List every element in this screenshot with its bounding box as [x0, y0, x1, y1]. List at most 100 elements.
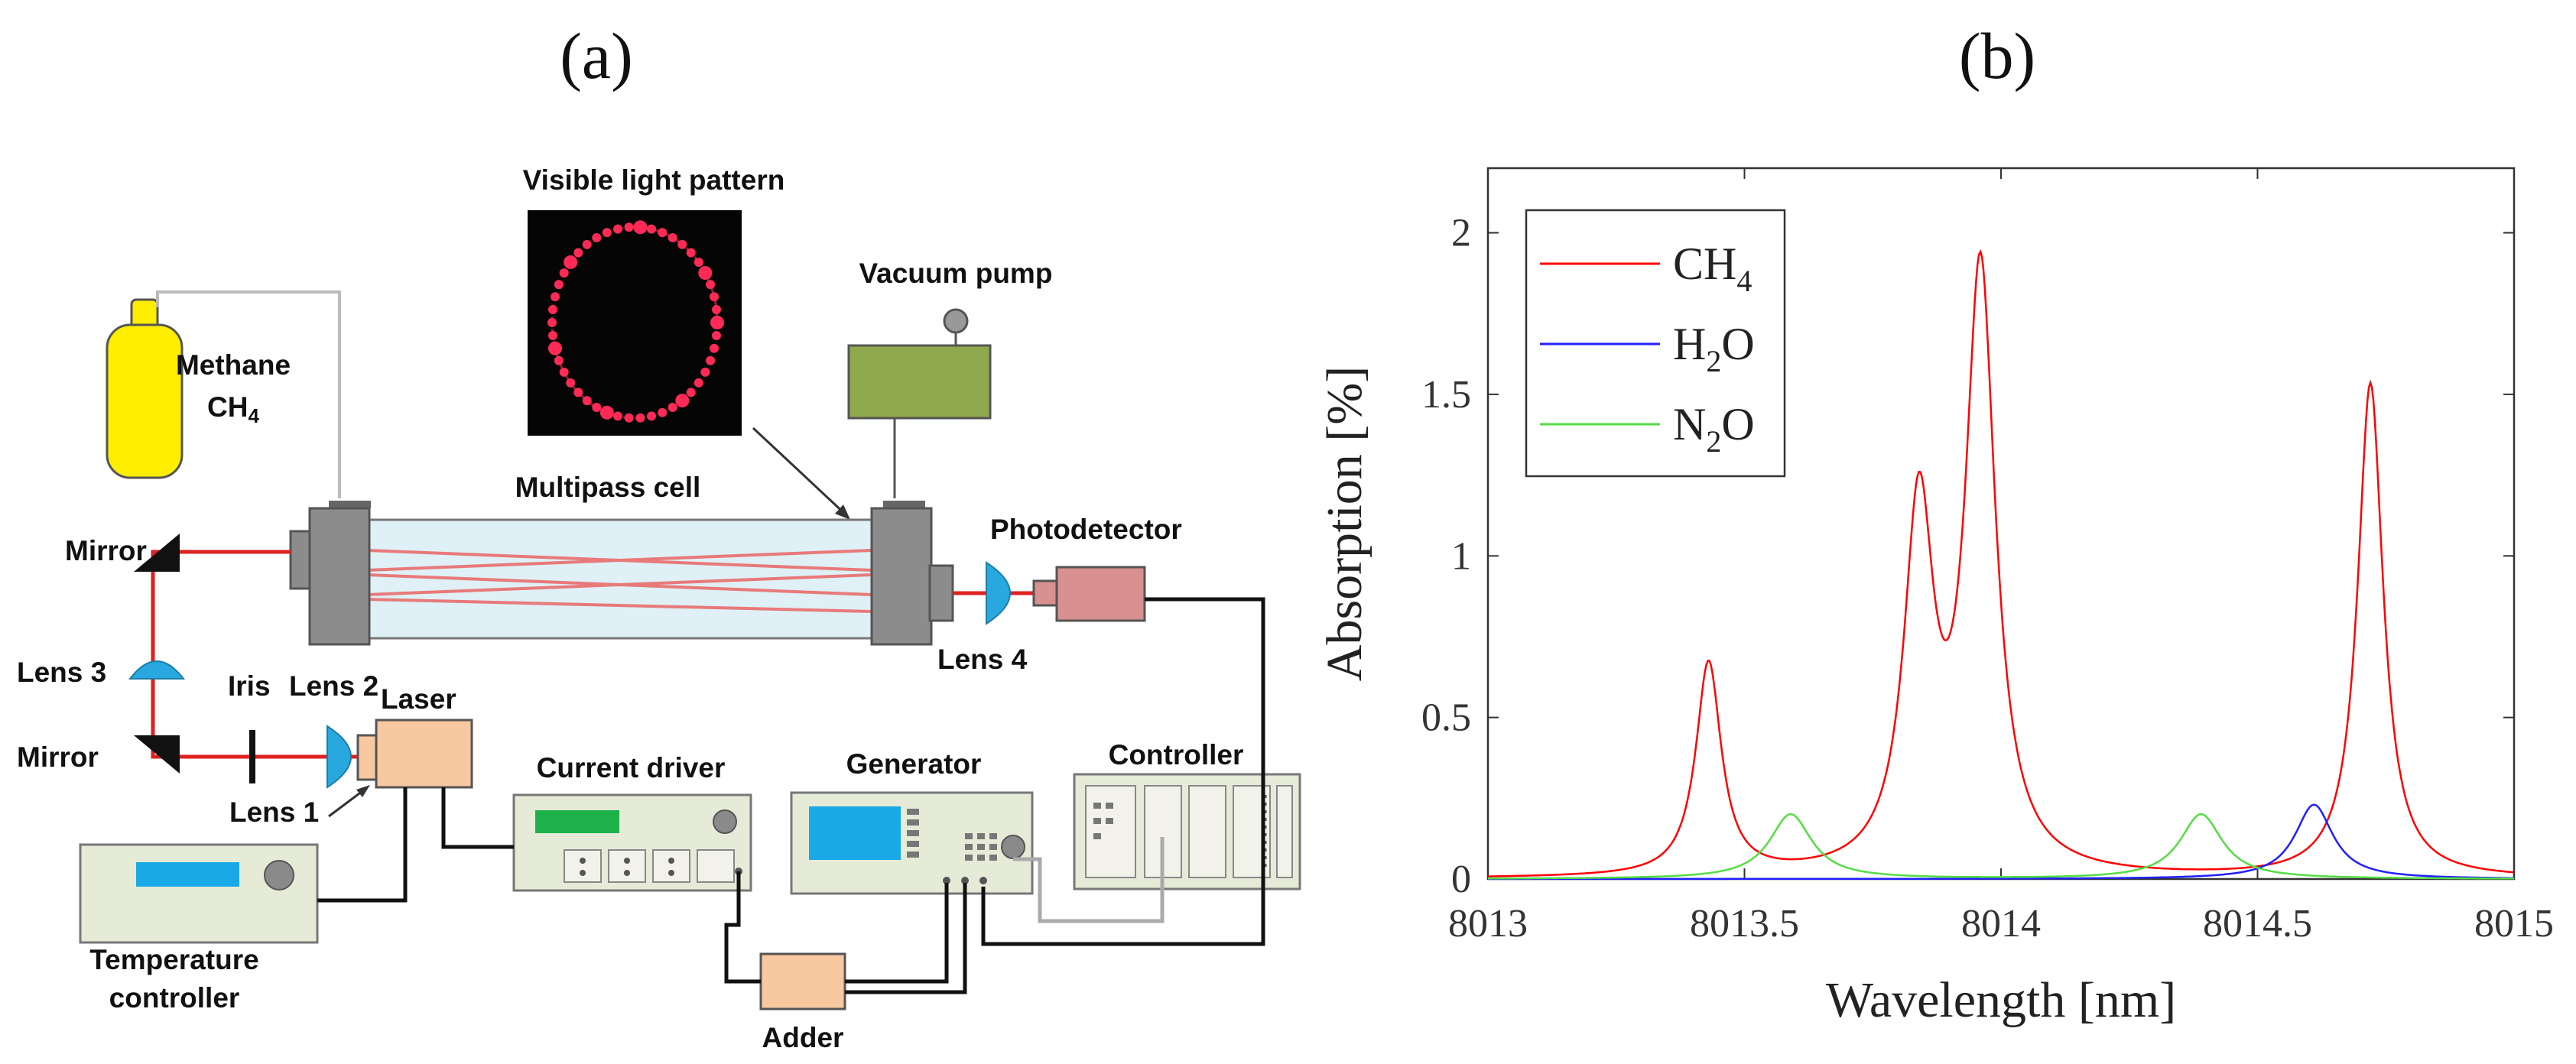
controller — [1073, 773, 1301, 890]
y-tick-label: 1 — [1451, 534, 1471, 578]
iris-label: Iris — [228, 670, 271, 702]
light-spot — [559, 367, 569, 377]
light-spot — [658, 228, 668, 238]
mirror-bottom — [134, 735, 180, 774]
light-spot — [686, 248, 696, 258]
photodetector-label: Photodetector — [990, 514, 1182, 545]
light-spot — [613, 224, 622, 234]
vacuum-pump-label: Vacuum pump — [859, 258, 1053, 289]
light-spot — [548, 331, 557, 340]
light-spot — [647, 411, 656, 421]
light-spot — [686, 388, 696, 397]
light-spot — [566, 378, 576, 388]
light-spot — [624, 222, 634, 232]
absorption-chart: 8013 8013.5 8014 8014.5 8015 0 0.5 1 1.5 2 CH4H2O… — [1421, 167, 2554, 946]
panel-a-label: (a) — [560, 19, 632, 92]
methane-formula: CH4 — [207, 391, 259, 427]
mirror-top — [134, 534, 180, 572]
x-axis-label: Wavelength [nm] — [1826, 972, 2176, 1028]
methane-label: Methane — [176, 349, 291, 381]
light-spot — [602, 228, 612, 238]
visible-light-pattern-label: Visible light pattern — [523, 164, 785, 196]
x-tick-label: 8013.5 — [1690, 902, 1799, 946]
temperature-controller-label-1: Temperature — [89, 944, 258, 975]
light-spot — [564, 255, 578, 270]
lens-1-pointer-head — [356, 785, 370, 797]
light-spot — [624, 413, 634, 423]
light-spot — [706, 280, 716, 290]
light-spot — [548, 305, 557, 314]
light-spot — [706, 355, 716, 365]
light-spot — [675, 394, 690, 408]
light-spot — [668, 233, 677, 242]
legend-entry: N2O — [1673, 399, 1755, 459]
x-tick-label: 8014 — [1961, 902, 2041, 946]
vacuum-pump — [847, 308, 992, 498]
panel-b-label: (b) — [1959, 19, 2035, 92]
controller-label: Controller — [1109, 739, 1244, 770]
light-spot — [677, 239, 687, 249]
lens-2-label: Lens 2 — [289, 670, 378, 702]
temperature-controller — [79, 843, 319, 944]
series-line-h2o — [1488, 803, 2514, 881]
adder-label: Adder — [762, 1022, 844, 1053]
light-spot — [712, 331, 721, 340]
laser — [356, 719, 473, 789]
signal-cables — [317, 597, 1265, 994]
temperature-controller-label-2: controller — [109, 982, 240, 1014]
light-spot — [582, 396, 592, 406]
generator — [790, 791, 1034, 895]
light-spot — [554, 280, 564, 290]
methane-cylinder — [106, 290, 341, 498]
series-line-ch4 — [1488, 249, 2515, 877]
trigger-cable — [1013, 837, 1165, 923]
light-spot — [710, 343, 719, 353]
x-tick-label: 8014.5 — [2203, 902, 2312, 946]
y-tick-label: 2 — [1451, 212, 1471, 255]
light-spot — [700, 367, 710, 377]
light-spot — [573, 388, 583, 397]
visible-light-pattern-image — [528, 210, 742, 436]
lens-3 — [128, 660, 186, 680]
light-spot — [548, 341, 562, 355]
generator-label: Generator — [846, 748, 982, 780]
light-spot — [712, 305, 721, 314]
lens-3-label: Lens 3 — [17, 657, 106, 688]
light-spot — [599, 405, 614, 420]
light-spot — [694, 378, 703, 388]
current-driver-label: Current driver — [537, 752, 726, 783]
light-spot — [592, 233, 602, 242]
adder — [759, 952, 846, 1010]
x-tick-label: 8015 — [2474, 902, 2554, 946]
light-spot — [573, 248, 583, 258]
laser-label: Laser — [381, 683, 456, 715]
lens-4 — [986, 561, 1011, 625]
y-tick-label: 1.5 — [1421, 373, 1471, 417]
y-tick-label: 0 — [1451, 858, 1471, 901]
light-spot — [710, 316, 724, 329]
y-tick-label: 0.5 — [1421, 696, 1471, 740]
current-driver — [512, 793, 752, 892]
light-spot — [668, 403, 677, 412]
light-spot — [635, 413, 645, 423]
light-spot — [658, 407, 668, 417]
series-line-n2o — [1488, 813, 2514, 880]
pattern-pointer-arrow — [752, 427, 849, 517]
light-spot — [592, 403, 602, 412]
light-spot — [554, 355, 564, 365]
light-spot — [647, 224, 656, 234]
lens-4-label: Lens 4 — [937, 644, 1028, 675]
mirror-bottom-label: Mirror — [17, 741, 99, 773]
light-spot — [698, 266, 713, 281]
light-spot — [710, 292, 719, 302]
light-spot — [547, 318, 557, 327]
lens-2 — [326, 725, 352, 789]
multipass-cell — [289, 501, 954, 646]
legend-entry: H2O — [1673, 319, 1755, 378]
pattern-pointer-arrowhead — [835, 504, 850, 520]
multipass-cell-label: Multipass cell — [515, 472, 701, 503]
light-spot — [551, 292, 560, 302]
light-spot — [633, 220, 648, 235]
x-tick-label: 8013 — [1448, 902, 1528, 946]
